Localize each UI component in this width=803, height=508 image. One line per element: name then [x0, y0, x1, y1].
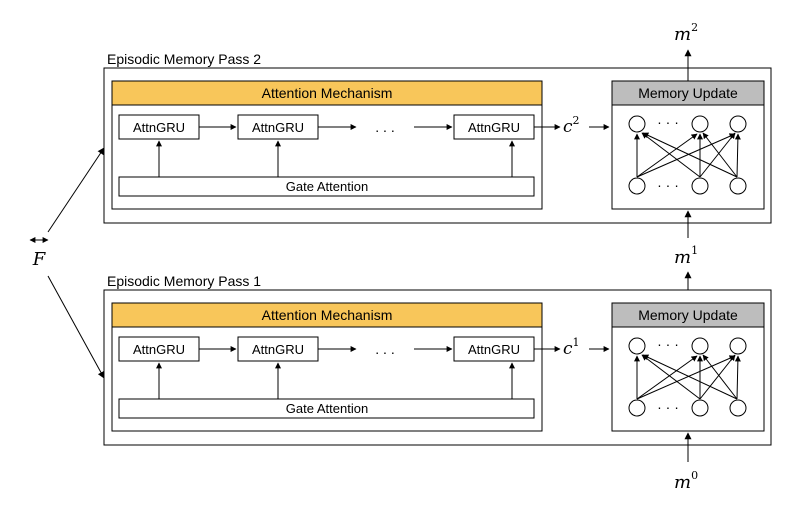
memory-node-input [729, 399, 747, 417]
pass-title: Episodic Memory Pass 2 [107, 51, 261, 67]
memory-node-output [628, 115, 646, 133]
memory-node-output [691, 337, 709, 355]
memory-update-header [611, 302, 765, 328]
memory-node-input [729, 177, 747, 195]
memory-node-input [691, 177, 709, 195]
memory-node-input [691, 399, 709, 417]
attention-mechanism: Attention Mechanism AttnGRU AttnGRU Attn… [111, 80, 543, 210]
input-label: F [32, 249, 47, 270]
attn-gru-label: AttnGRU [468, 120, 520, 135]
memory-node-output [628, 337, 646, 355]
memory-node-input [628, 399, 646, 417]
memory-node-input [628, 177, 646, 195]
episodic-memory-pass-2: Episodic Memory Pass 2 Attention Mechani… [103, 21, 772, 224]
node-ellipsis: · · · [657, 177, 679, 193]
attention-title: Attention Mechanism [262, 307, 393, 323]
gate-attention [118, 398, 535, 419]
memory-node-output [729, 115, 747, 133]
gate-attention-label: Gate Attention [286, 179, 368, 194]
attn-gru-label: AttnGRU [133, 342, 185, 357]
attn-gru-label: AttnGRU [252, 342, 304, 357]
attn-gru-label: AttnGRU [133, 120, 185, 135]
memory-update: Memory Update · · · · · · [611, 302, 765, 432]
attention-mechanism: Attention Mechanism AttnGRU AttnGRU Attn… [111, 302, 543, 432]
attention-title: Attention Mechanism [262, 85, 393, 101]
memory-update-title: Memory Update [638, 307, 738, 323]
input-facts: F [29, 237, 49, 270]
node-ellipsis: · · · [657, 399, 679, 415]
input-arrow-pass-2 [47, 147, 105, 233]
node-ellipsis: · · · [657, 336, 679, 352]
memory-node-output [691, 115, 709, 133]
node-ellipsis: · · · [657, 114, 679, 130]
attention-header [111, 80, 543, 106]
gate-attention [118, 176, 535, 197]
attn-gru-3 [453, 114, 535, 140]
attn-gru-label: AttnGRU [468, 342, 520, 357]
episodic-memory-pass-1: Episodic Memory Pass 1 Attention Mechani… [103, 273, 772, 446]
input-arrow-pass-1 [47, 275, 105, 379]
memory-update-title: Memory Update [638, 85, 738, 101]
memory-node-output [729, 337, 747, 355]
intermediate-memory-label: m1 [674, 244, 698, 268]
attn-gru-label: AttnGRU [252, 120, 304, 135]
ellipsis: . . . [375, 119, 394, 135]
initial-memory-label: m0 [674, 469, 698, 493]
gate-attention-label: Gate Attention [286, 401, 368, 416]
attn-gru-1 [118, 336, 200, 362]
ellipsis: . . . [375, 341, 394, 357]
context-label: c2 [563, 114, 580, 137]
memory-update: Memory Update · · · · · · [611, 80, 765, 210]
context-label: c1 [563, 336, 580, 359]
output-memory-label: m2 [674, 21, 698, 45]
pass-title: Episodic Memory Pass 1 [107, 273, 261, 289]
attention-header [111, 302, 543, 328]
attn-gru-2 [237, 114, 319, 140]
